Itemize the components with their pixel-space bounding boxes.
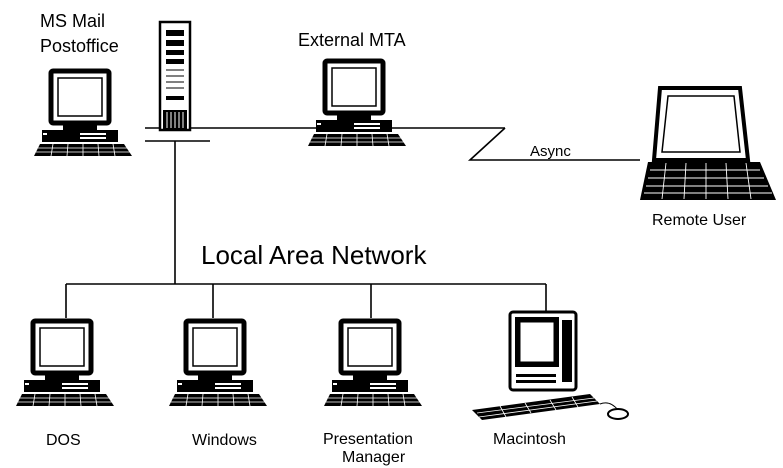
postoffice-label-line1: MS Mail (40, 11, 105, 31)
desktop-pc-icon (34, 71, 132, 156)
desktop-pc-icon (308, 61, 406, 146)
remote-user-label: Remote User (652, 212, 747, 229)
tower-server-icon (158, 20, 192, 132)
async-line (467, 127, 640, 161)
presentation-manager-label-line2: Manager (342, 449, 406, 466)
desktop-pc-icon (16, 321, 114, 406)
windows-label: Windows (192, 432, 257, 449)
desktop-pc-icon (169, 321, 267, 406)
desktop-pc-icon (324, 321, 422, 406)
async-label: Async (530, 143, 571, 160)
laptop-icon (638, 86, 778, 202)
dos-label: DOS (46, 432, 81, 449)
postoffice-label-line2: Postoffice (40, 36, 119, 56)
macintosh-icon (470, 310, 630, 422)
macintosh-label: Macintosh (493, 431, 566, 448)
external-mta-label: External MTA (298, 30, 406, 50)
presentation-manager-label-line1: Presentation (323, 431, 413, 448)
lan-label: Local Area Network (201, 240, 427, 270)
